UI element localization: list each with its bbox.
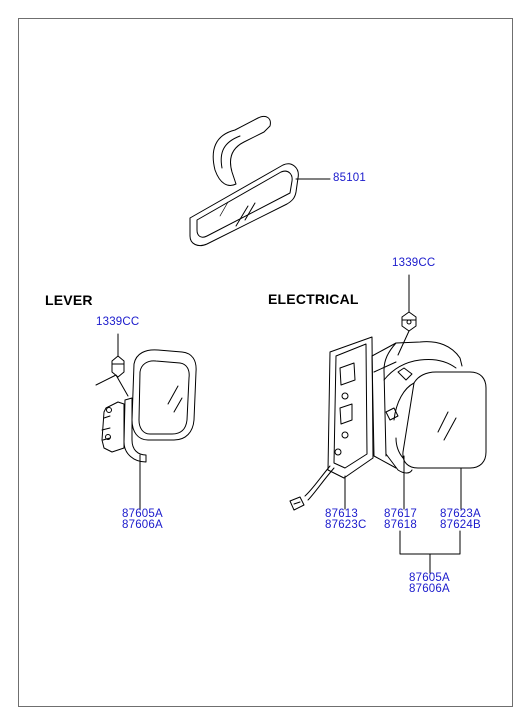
part-label-1339cc-lever[interactable]: 1339CC [96, 316, 140, 328]
lever-heading: LEVER [45, 292, 93, 308]
electrical-housing-drawing [371, 341, 463, 474]
leader-assembly-bracket [399, 530, 461, 555]
part-number: 87606A [122, 519, 163, 531]
electrical-nut-drawing [401, 311, 417, 332]
part-number: 87618 [384, 519, 417, 531]
part-label-electrical-glass[interactable]: 87623A 87624B [440, 508, 481, 531]
part-label-1339cc-electrical[interactable]: 1339CC [392, 257, 436, 269]
part-number: 87606A [409, 583, 450, 595]
part-label-electrical-cover[interactable]: 87613 87623C [325, 508, 367, 531]
part-number: 87617 [384, 508, 417, 520]
inside-mirror-drawing [189, 115, 299, 247]
diagram-frame [18, 18, 513, 707]
part-number: 87613 [325, 508, 358, 520]
electrical-heading: ELECTRICAL [268, 291, 359, 307]
part-number: 87623C [325, 519, 367, 531]
part-number: 87605A [409, 572, 450, 584]
part-number: 87605A [122, 508, 163, 520]
lever-mirror-drawing [101, 349, 197, 463]
part-number: 87624B [440, 519, 481, 531]
electrical-glass-drawing [393, 371, 487, 469]
part-number: 87623A [440, 508, 481, 520]
leader-lever-nut-to-base [95, 374, 129, 397]
part-label-85101[interactable]: 85101 [333, 172, 366, 184]
part-label-lever-mirror[interactable]: 87605A 87606A [122, 508, 163, 531]
part-label-electrical-actuator[interactable]: 87617 87618 [384, 508, 417, 531]
electrical-cover-drawing [289, 336, 374, 511]
part-label-electrical-assembly[interactable]: 87605A 87606A [409, 572, 450, 595]
